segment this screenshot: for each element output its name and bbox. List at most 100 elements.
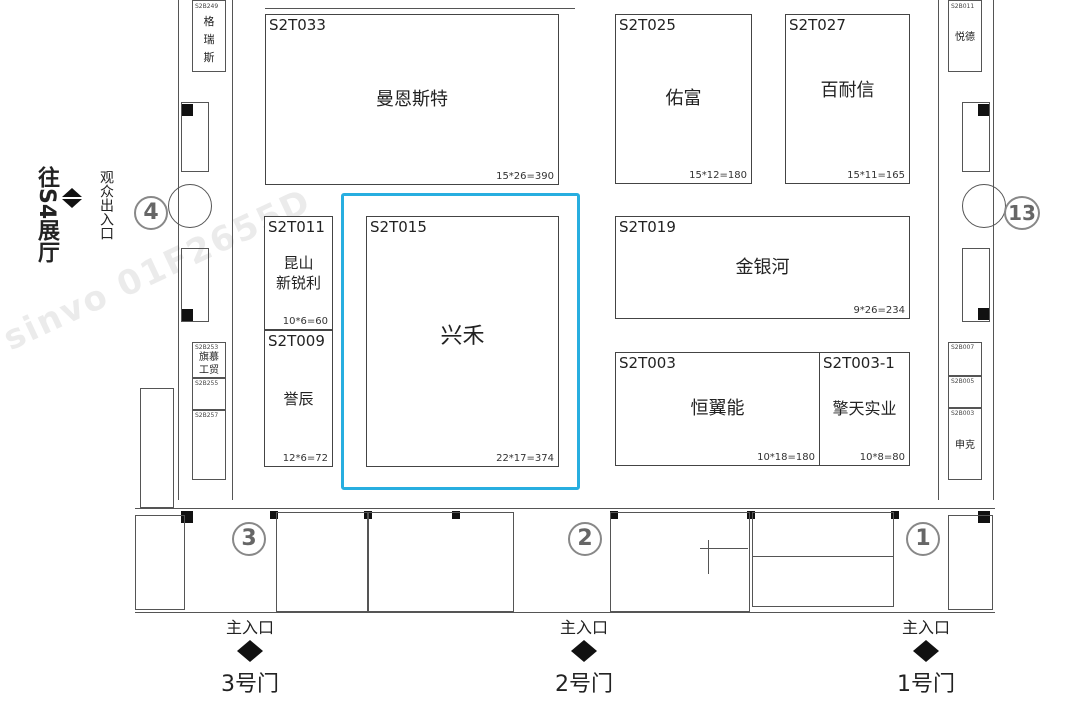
entrance-arrow-icon [913, 651, 939, 662]
right-hall-wall-inner [938, 0, 939, 500]
booth-s2t027[interactable]: S2T027 百耐信 15*11=165 [785, 14, 910, 184]
pillar [181, 104, 193, 116]
entrance-gate-name: 2号门 [555, 672, 613, 697]
booth-code: S2B249 [195, 3, 219, 10]
booth-s2b253[interactable]: S2B253 旗慕 工贸 [192, 342, 226, 378]
lower-divider [752, 556, 894, 557]
side-room [181, 102, 209, 172]
pillar [181, 309, 193, 321]
lower-room [135, 515, 185, 610]
pillar [747, 511, 755, 519]
booth-area: 9*26=234 [853, 305, 905, 316]
side-room [962, 248, 990, 322]
booth-name: 誉辰 [283, 389, 314, 408]
booth-name: 悦德 [955, 32, 975, 43]
entrance-arrow-icon [237, 651, 263, 662]
booth-code: S2B007 [951, 344, 975, 351]
right-hall-wall [993, 0, 994, 500]
booth-s2t009[interactable]: S2T009 誉辰 12*6=72 [264, 330, 333, 467]
booth-name: 格 瑞 斯 [203, 15, 215, 64]
booth-s2b255[interactable]: S2B255 [192, 378, 226, 410]
booth-area: 15*26=390 [496, 171, 554, 182]
booth-s2b003[interactable]: S2B003 申克 [948, 408, 982, 480]
entrance-arrow-icon [571, 640, 597, 651]
door-arc [168, 184, 212, 228]
entrance-arrow-icon [913, 640, 939, 651]
entrance-gate-name: 3号门 [221, 672, 279, 697]
booth-s2b257[interactable]: S2B257 [192, 410, 226, 480]
pillar [978, 308, 990, 320]
gate-13-marker: 13 [1004, 196, 1040, 230]
pillar [610, 511, 618, 519]
booth-s2t003-1[interactable]: S2T003-1 擎天实业 10*8=80 [819, 352, 910, 466]
booth-code: S2T033 [269, 16, 326, 34]
lower-room [752, 512, 894, 607]
booth-s2t011[interactable]: S2T011 昆山 新锐利 10*6=60 [264, 216, 333, 330]
entrance-gate-1[interactable]: 主入口 1号门 [886, 614, 966, 698]
lower-room [610, 512, 750, 612]
booth-area: 22*17=374 [496, 453, 554, 464]
booth-name: 恒翼能 [690, 398, 745, 419]
lower-divider [700, 548, 748, 549]
booth-s2t025[interactable]: S2T025 佑富 15*12=180 [615, 14, 752, 184]
booth-code: S2T011 [268, 218, 325, 236]
pillar [270, 511, 278, 519]
lower-room [368, 512, 514, 612]
booth-code: S2B011 [951, 3, 975, 10]
booth-s2t003[interactable]: S2T003 恒翼能 10*18=180 [615, 352, 820, 466]
booth-name: 昆山 新锐利 [275, 254, 321, 292]
booth-code: S2B005 [951, 378, 975, 385]
booth-area: 10*18=180 [757, 452, 815, 463]
gate-3-marker: 3 [232, 522, 266, 556]
left-hall-wall [178, 0, 179, 500]
door-arc [962, 184, 1006, 228]
booth-code: S2B255 [195, 380, 219, 387]
side-room [140, 388, 174, 508]
lower-room [948, 515, 993, 610]
left-hall-wall-inner [232, 0, 233, 500]
gate-1-marker: 1 [906, 522, 940, 556]
lower-room [276, 512, 368, 612]
booth-code: S2T015 [370, 218, 427, 236]
booth-area: 10*8=80 [859, 452, 905, 463]
entrance-gate-name: 1号门 [897, 672, 955, 697]
pillar [978, 104, 990, 116]
booth-code: S2T027 [789, 16, 846, 34]
entrance-arrow-icon [237, 640, 263, 651]
booth-code: S2B003 [951, 410, 975, 417]
booth-code: S2T019 [619, 218, 676, 236]
booth-code: S2T025 [619, 16, 676, 34]
entrance-label: 主入口 [901, 618, 950, 637]
booth-s2b005[interactable]: S2B005 [948, 376, 982, 408]
side-arrow-icon [62, 188, 82, 197]
side-room [181, 248, 209, 322]
booth-name: 佑富 [665, 88, 702, 109]
bottom-hall-wall [135, 508, 995, 509]
booth-area: 15*12=180 [689, 170, 747, 181]
booth-code: S2B257 [195, 412, 219, 419]
booth-name: 兴禾 [440, 323, 485, 349]
booth-s2t019[interactable]: S2T019 金银河 9*26=234 [615, 216, 910, 319]
pillar [978, 511, 990, 523]
pillar [891, 511, 899, 519]
lower-divider [708, 540, 709, 574]
to-s4-hall-label[interactable]: 往S4展厅 [34, 166, 59, 264]
booth-code: S2B253 [195, 344, 219, 351]
entrance-gate-3[interactable]: 主入口 3号门 [210, 614, 290, 698]
booth-name: 擎天实业 [832, 399, 897, 418]
booth-s2t015[interactable]: S2T015 兴禾 22*17=374 [366, 216, 559, 467]
entrance-label: 主入口 [559, 618, 608, 637]
booth-s2b249[interactable]: S2B249 格 瑞 斯 [192, 0, 226, 72]
visitor-exit-label: 观众出入口 [98, 170, 114, 240]
entrance-arrow-icon [571, 651, 597, 662]
booth-area: 10*6=60 [282, 316, 328, 327]
entrance-gate-2[interactable]: 主入口 2号门 [544, 614, 624, 698]
entrance-label: 主入口 [225, 618, 274, 637]
booth-s2t033[interactable]: S2T033 曼恩斯特 15*26=390 [265, 14, 559, 185]
booth-name: 曼恩斯特 [376, 88, 448, 110]
booth-s2b011[interactable]: S2B011 悦德 [948, 0, 982, 72]
side-room [962, 102, 990, 172]
booth-code: S2T009 [268, 332, 325, 350]
booth-s2b007[interactable]: S2B007 [948, 342, 982, 376]
top-edge-line [265, 8, 575, 9]
